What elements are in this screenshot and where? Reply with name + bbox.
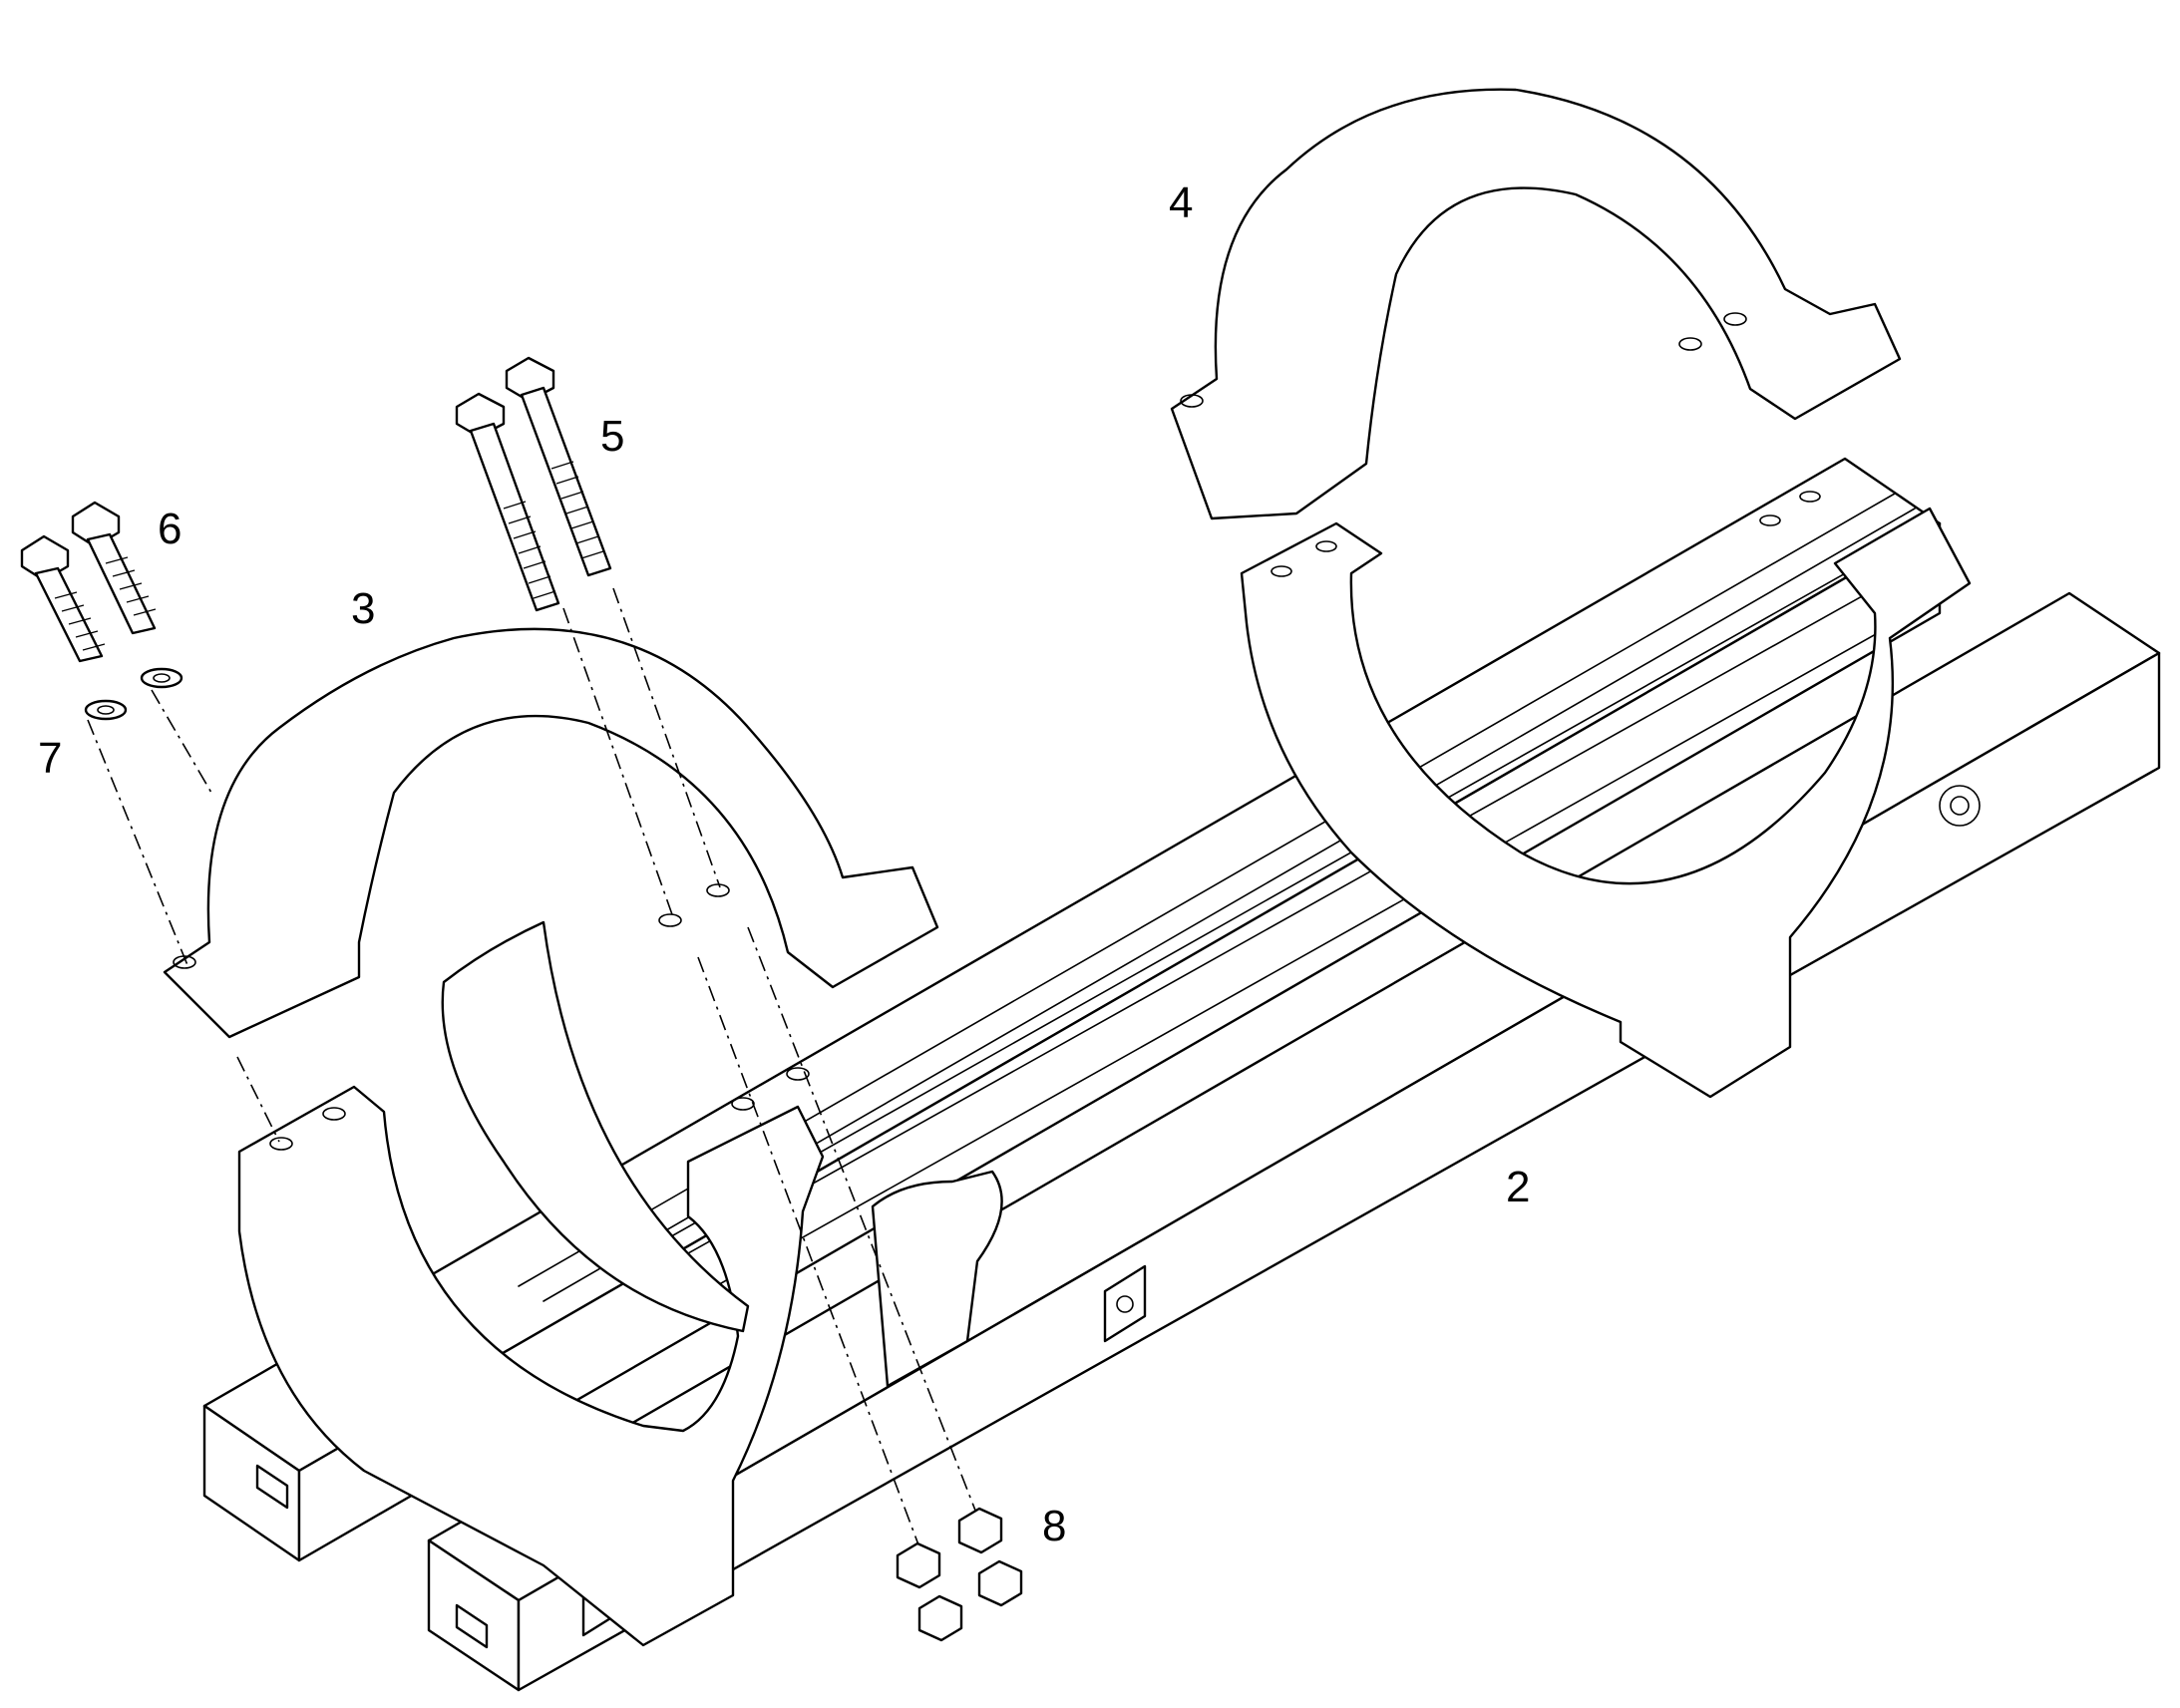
- short-bolt-2: [71, 501, 157, 635]
- rear-upper-clamp-half: [1170, 88, 1902, 520]
- callout-3: 3: [351, 584, 375, 633]
- short-bolt-1: [20, 534, 106, 663]
- long-bolt-2: [505, 356, 612, 577]
- callout-4: 4: [1169, 178, 1193, 227]
- mount-pad-2: [1103, 1264, 1147, 1343]
- front-lower-clamp-half: [237, 920, 825, 1647]
- nut-3: [917, 1594, 963, 1642]
- nut-4: [977, 1559, 1023, 1607]
- callout-2: 2: [1506, 1163, 1530, 1211]
- long-bolt-1: [455, 392, 560, 612]
- washer-2: [140, 667, 183, 689]
- assembly-centerlines: [87, 587, 980, 1556]
- nut-1: [896, 1541, 941, 1589]
- callout-8: 8: [1042, 1502, 1066, 1550]
- nut-2: [957, 1507, 1003, 1554]
- rear-lower-clamp-half: [1240, 491, 1972, 1099]
- callout-5: 5: [600, 412, 624, 461]
- washer-1: [84, 699, 128, 721]
- callout-6: 6: [158, 505, 182, 553]
- callout-7: 7: [38, 734, 62, 783]
